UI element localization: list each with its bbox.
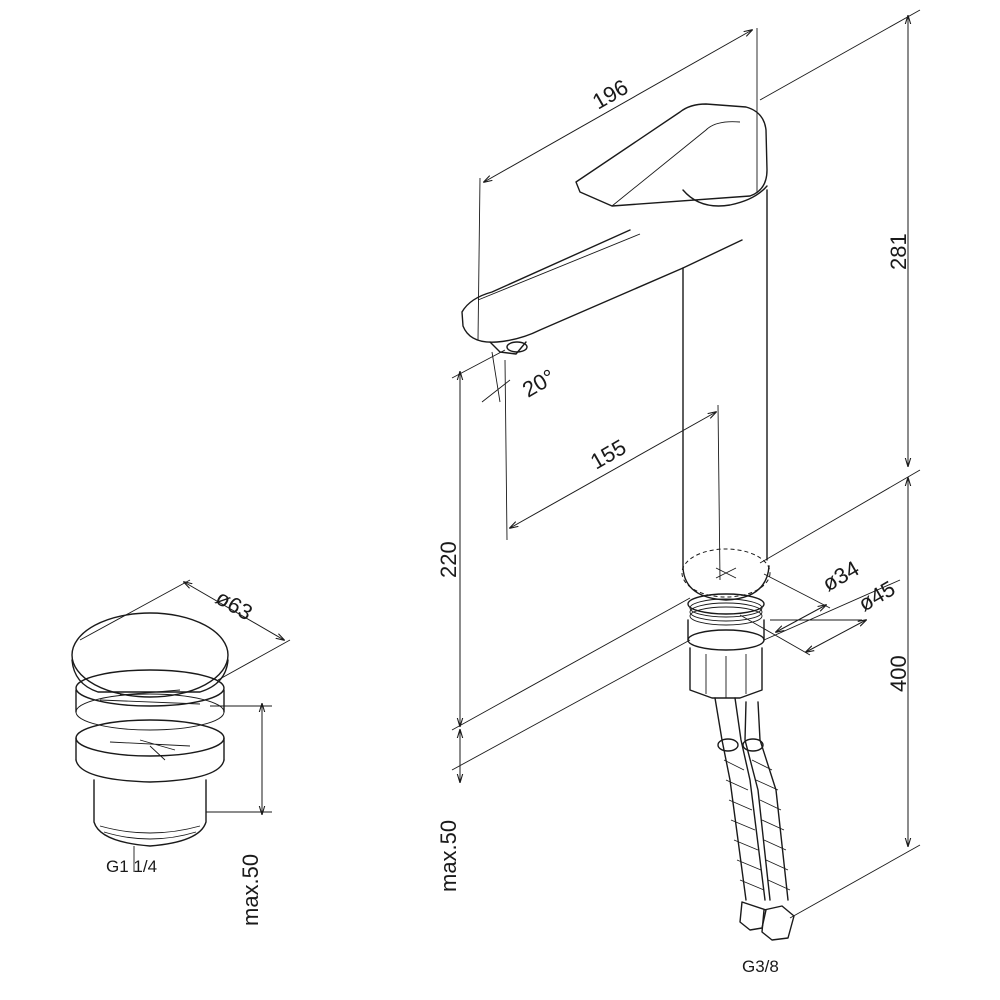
label-hole-diameter: ø34 (818, 556, 863, 597)
label-total-height: 281 (886, 233, 911, 270)
drain-drawing (71, 612, 229, 847)
drain-cap (71, 612, 229, 698)
faucet-spout (461, 229, 743, 343)
label-base-diameter: ø45 (854, 576, 899, 617)
label-drain-thread: G1 1/4 (106, 857, 157, 876)
label-spout-angle: 20° (518, 364, 559, 402)
label-spout-height: 220 (436, 541, 461, 578)
threaded-shank (687, 593, 765, 699)
base-hole-outline (681, 548, 771, 598)
label-drain-cap-diameter: ø63 (212, 585, 257, 626)
label-hose-length: 400 (886, 655, 911, 692)
dimension-lines (451, 9, 921, 919)
label-spout-reach: 196 (588, 74, 632, 114)
label-spout-offset: 155 (586, 434, 630, 474)
label-max-deck-thickness: max.50 (436, 820, 461, 892)
faucet-drawing (461, 103, 795, 941)
label-hose-thread: G3/8 (742, 957, 779, 976)
label-drain-max-thickness: max.50 (238, 854, 263, 926)
flexible-hoses (714, 697, 795, 941)
faucet-lever (575, 103, 768, 207)
faucet-body (682, 189, 768, 569)
